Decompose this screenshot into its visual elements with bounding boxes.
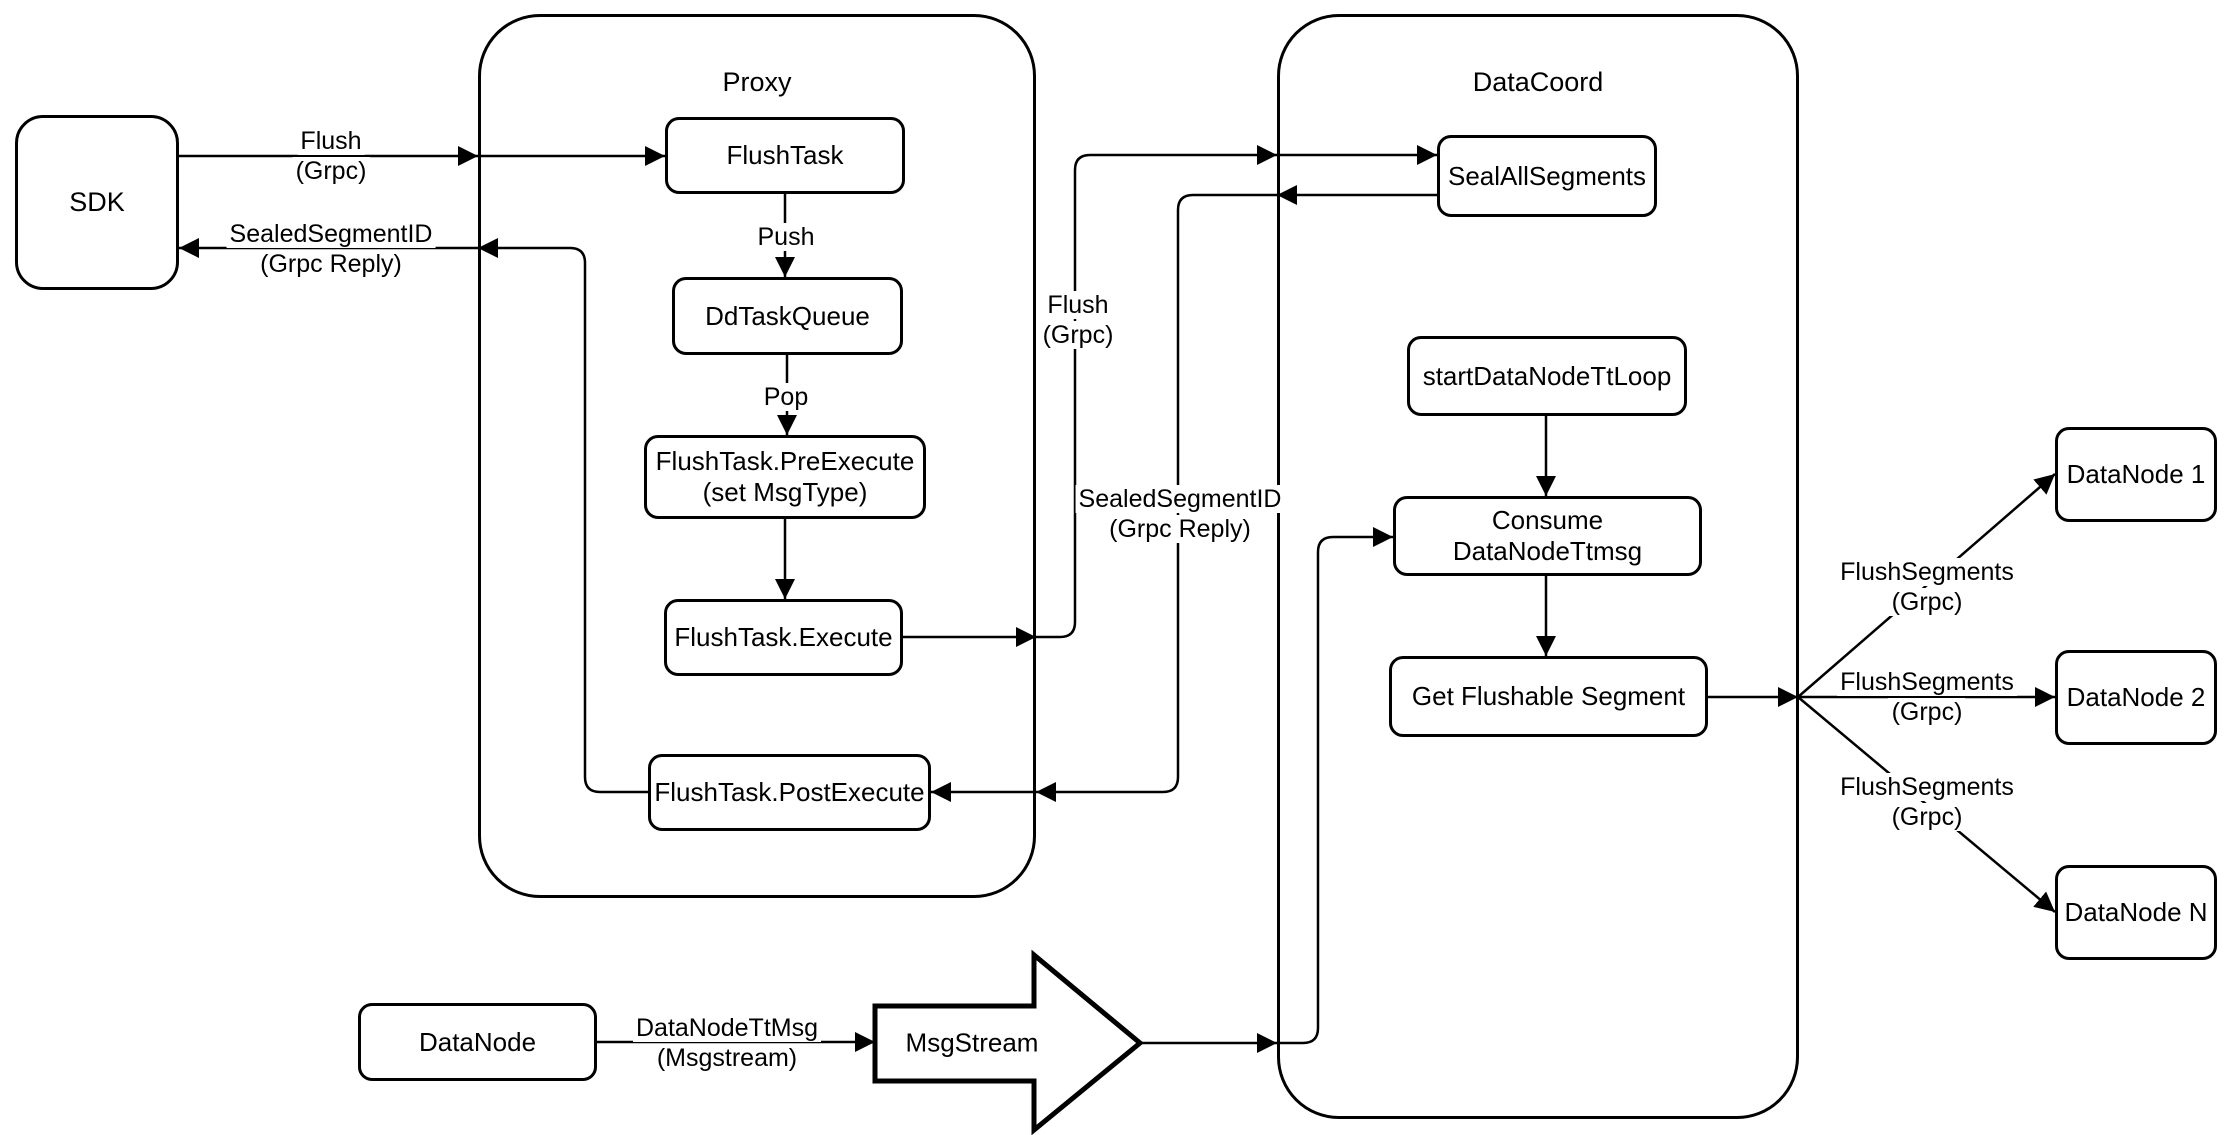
datanode-bottom-label: DataNode: [418, 1026, 537, 1057]
datacoord-title: DataCoord: [1472, 67, 1604, 97]
edge-label-datanodettmsg: DataNodeTtMsg (Msgstream): [632, 1011, 822, 1075]
node-datanode-n: DataNode N: [2055, 865, 2217, 960]
flushtask-label: FlushTask: [726, 140, 844, 170]
node-datanode-1: DataNode 1: [2055, 427, 2217, 522]
preexecute-label-line2: (set MsgType): [702, 477, 868, 507]
edge-msgstream-channel-up: [1277, 527, 1393, 1045]
node-preexecute: FlushTask.PreExecute (set MsgType): [644, 435, 926, 519]
edge-label-pop: Pop: [760, 380, 812, 414]
node-consumedatanodettmsg: Consume DataNodeTtmsg: [1393, 496, 1702, 576]
preexecute-label-line1: FlushTask.PreExecute: [655, 446, 915, 476]
datanoden-label: DataNode N: [2064, 897, 2208, 927]
datanode2-label: DataNode 2: [2066, 682, 2206, 712]
container-datacoord: DataCoord: [1277, 14, 1799, 1119]
node-ddtaskqueue: DdTaskQueue: [672, 277, 903, 355]
sealallsegments-label: SealAllSegments: [1448, 160, 1646, 191]
node-getflushablesegment: Get Flushable Segment: [1389, 656, 1708, 737]
edge-label-flushsegments-n: FlushSegments (Grpc): [1837, 770, 2017, 834]
node-datanode-2: DataNode 2: [2055, 650, 2217, 745]
proxy-title: Proxy: [722, 67, 792, 97]
edge-label-flushsegments-1: FlushSegments (Grpc): [1837, 555, 2017, 619]
edge-label-sealed-reply-channel: SealedSegmentID (Grpc Reply): [1075, 482, 1285, 546]
edge-flush-channel-up: [1036, 145, 1277, 639]
datanode1-label: DataNode 1: [2066, 459, 2206, 489]
edge-label-flushsegments-2: FlushSegments (Grpc): [1837, 665, 2017, 729]
msgstream-label: MsgStream: [905, 1027, 1039, 1058]
node-datanode-bottom: DataNode: [358, 1003, 597, 1081]
container-proxy: Proxy: [478, 14, 1036, 898]
execute-label: FlushTask.Execute: [674, 622, 893, 652]
edge-label-flush-grpc-channel: Flush (Grpc): [1039, 288, 1117, 352]
node-sealallsegments: SealAllSegments: [1437, 135, 1657, 217]
edge-postexecute-to-proxy-border: [478, 238, 648, 794]
edge-label-flush-grpc: Flush (Grpc): [292, 124, 370, 188]
node-flushtask: FlushTask: [665, 117, 905, 194]
edge-label-push: Push: [754, 220, 818, 254]
node-execute: FlushTask.Execute: [664, 599, 903, 676]
edge-label-sealed-reply: SealedSegmentID (Grpc Reply): [226, 217, 436, 281]
consumedatanodettmsg-label: Consume DataNodeTtmsg: [1452, 505, 1643, 566]
node-startdatanodettloop: startDataNodeTtLoop: [1407, 336, 1687, 416]
ddtaskqueue-label: DdTaskQueue: [705, 300, 870, 331]
sdk-label: SDK: [69, 187, 125, 217]
startdatanodettloop-label: startDataNodeTtLoop: [1422, 360, 1672, 391]
getflushablesegment-label: Get Flushable Segment: [1411, 681, 1686, 711]
node-sdk: SDK: [15, 115, 179, 290]
postexecute-label: FlushTask.PostExecute: [654, 777, 925, 807]
node-postexecute: FlushTask.PostExecute: [648, 754, 931, 831]
